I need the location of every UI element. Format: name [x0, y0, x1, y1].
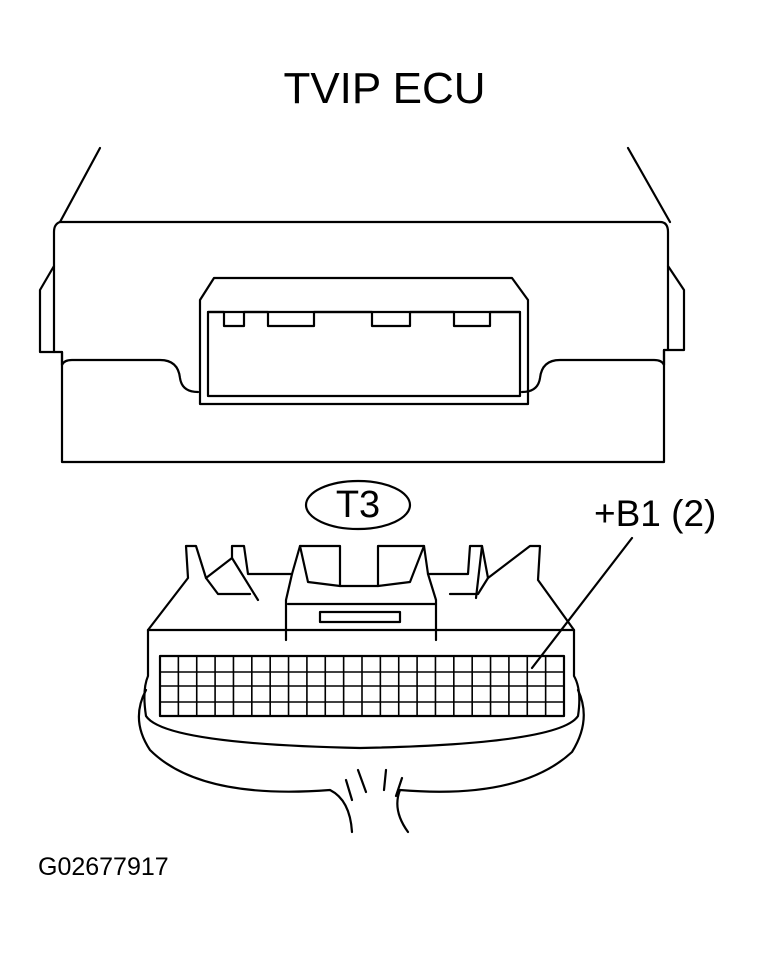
terminal-grid: [159, 655, 565, 717]
connector-label-oval: [304, 479, 412, 531]
pin-callout-label: +B1 (2): [594, 493, 717, 534]
pin-callout-leader: [530, 536, 634, 670]
figure-id: G02677917: [38, 853, 169, 881]
connector-label: T3: [335, 483, 381, 526]
ecu-title: TVIP ECU: [283, 64, 486, 113]
ecu-housing: [38, 146, 686, 464]
